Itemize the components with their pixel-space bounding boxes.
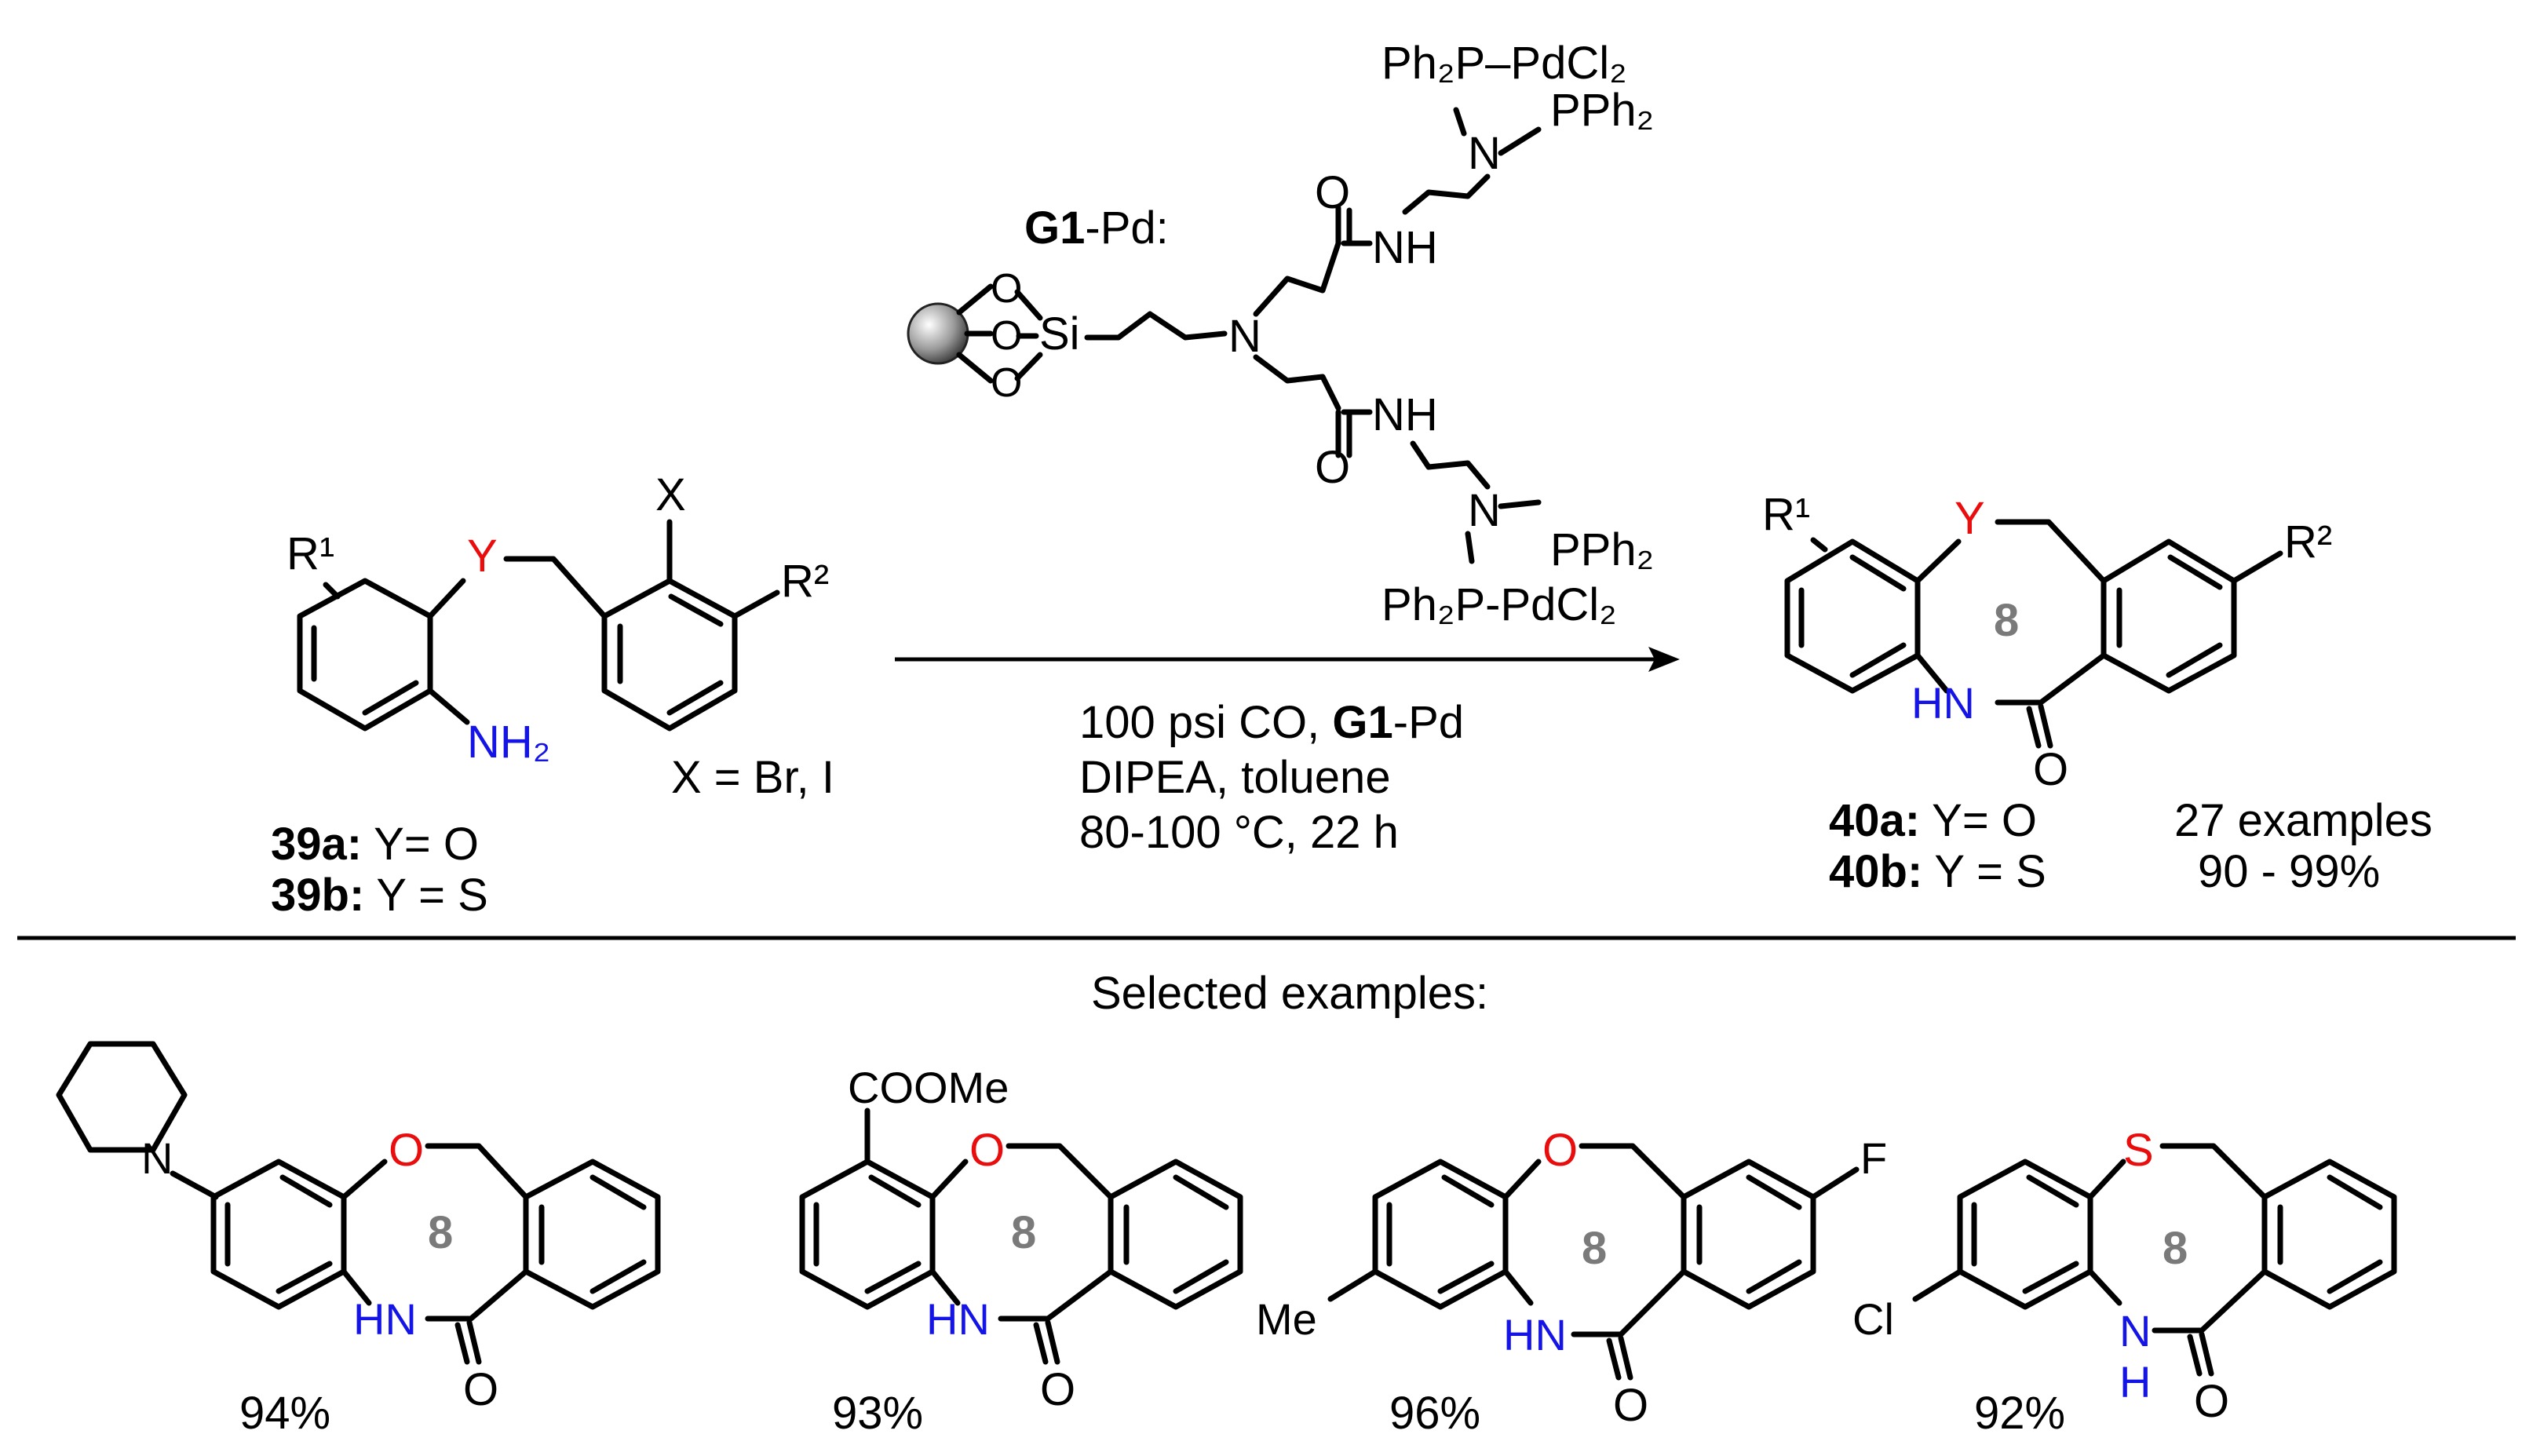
upper-pd-complex: Ph₂P–PdCl₂ [1381,38,1627,89]
lower-pd-complex: Ph₂P-PdCl₂ [1381,579,1617,630]
example-4-hetero: S [2123,1125,2154,1176]
example-2-carbonyl-o: O [1040,1364,1075,1415]
upper-pph2: PPh₂ [1550,85,1654,136]
reactant-r1: R¹ [287,528,334,579]
example-2-substituent: COOMe [848,1063,1009,1112]
upper-carbonyl-o: O [1315,167,1350,218]
examples-heading: Selected examples: [1091,968,1488,1019]
lower-amine-n: N [1468,485,1501,536]
example-4: Cl S 8 N H O 92% [1852,1125,2397,1439]
example-2-hn: HN [926,1294,990,1344]
example-2-hetero: O [969,1125,1005,1176]
example-4-n: N [2119,1306,2151,1356]
example-3-ring-size: 8 [1582,1223,1607,1274]
lower-pph2: PPh₂ [1550,524,1654,575]
upper-amine-n: N [1468,128,1501,179]
conditions-line-3: 80-100 °C, 22 h [1079,807,1399,858]
example-4-ring-size: 8 [2163,1223,2188,1274]
catalyst-structure: G1-Pd: O O O Si N O NH N Ph₂P–PdCl₂ PPh₂ [907,38,1654,630]
reactant-r2: R² [781,556,829,607]
siloxane-o3: O [991,360,1022,406]
lower-carbonyl-o: O [1315,442,1350,493]
example-3: Me O F 8 HN O 96% [1256,1125,1887,1439]
example-3-methyl: Me [1256,1294,1317,1344]
example-3-hetero: O [1542,1125,1578,1176]
upper-amide-nh: NH [1372,222,1438,273]
catalyst-label: G1-Pd: [1024,203,1169,254]
reactant-x-definition: X = Br, I [671,752,834,803]
reaction-conditions: 100 psi CO, G1-Pd DIPEA, toluene 80-100 … [1079,697,1464,858]
example-1-ring-size: 8 [428,1207,453,1258]
product-y: Y [1954,493,1985,544]
example-4-carbonyl-o: O [2194,1376,2229,1427]
conditions-line-1: 100 psi CO, G1-Pd [1079,697,1464,748]
example-3-fluoro: F [1860,1133,1887,1183]
examples-range: 90 - 99% [2198,846,2380,897]
example-1-carbonyl-o: O [463,1364,498,1415]
reactant-label-a: 39a: Y= O [271,819,479,870]
product-structure: R¹ Y R² 8 HN O 40a: Y= O 40b: Y = S 27 e… [1762,489,2433,897]
product-r2: R² [2284,516,2332,567]
example-4-yield: 92% [1974,1388,2065,1439]
reactant-x: X [655,469,686,520]
example-4-chloro: Cl [1852,1294,1894,1344]
example-1-piperidine-n: N [141,1133,173,1183]
product-carbonyl-o: O [2033,744,2068,795]
example-2-ring-size: 8 [1011,1207,1036,1258]
example-2-yield: 93% [832,1388,923,1439]
example-3-hn: HN [1503,1310,1567,1359]
example-1-yield: 94% [239,1388,330,1439]
silicon-atom: Si [1039,308,1080,359]
product-label-a: 40a: Y= O [1829,795,2037,846]
example-3-yield: 96% [1389,1388,1480,1439]
example-1: N O 8 HN O 94% [56,1041,661,1439]
conditions-line-2: DIPEA, toluene [1079,752,1391,803]
reactant-nh2: NH₂ [467,717,550,768]
arrow-head-icon [1648,647,1680,672]
reaction-arrow [895,647,1680,672]
product-ring-size: 8 [1994,595,2019,646]
example-2: COOMe O 8 HN O 93% [799,1063,1243,1439]
siloxane-o1: O [991,266,1022,312]
example-4-h: H [2119,1357,2151,1407]
product-label-b: 40b: Y = S [1829,846,2046,897]
lower-amide-nh: NH [1372,389,1438,440]
example-1-hn: HN [353,1294,417,1344]
reactant-label-b: 39b: Y = S [271,870,488,921]
example-1-hetero: O [389,1125,424,1176]
product-r1: R¹ [1762,489,1810,540]
central-nitrogen: N [1228,311,1261,362]
examples-count: 27 examples [2174,795,2433,846]
reactant-y: Y [467,531,498,582]
reactant-structure: R¹ Y X R² NH₂ X = Br, I 39a: Y= O 39b: Y… [271,469,834,921]
product-hn: HN [1911,678,1975,728]
example-3-carbonyl-o: O [1613,1380,1648,1431]
